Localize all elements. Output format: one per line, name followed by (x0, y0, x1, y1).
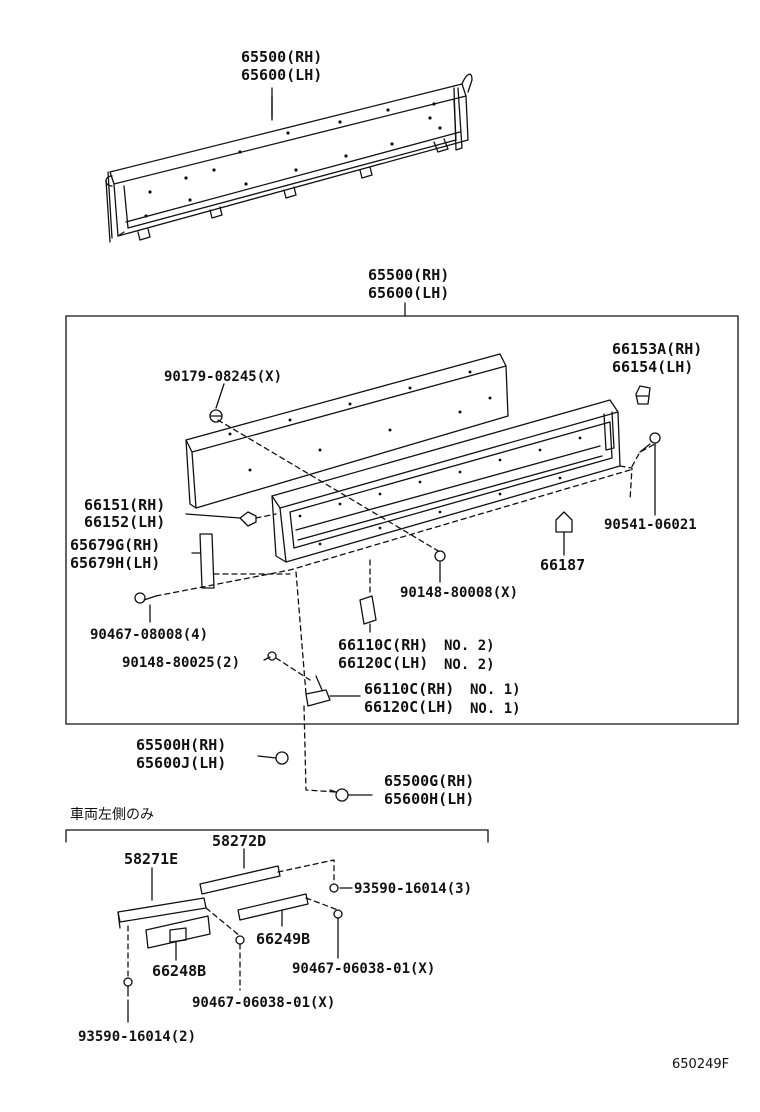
label-no1-lh: NO. 1) (470, 701, 521, 717)
label-66248b: 66248B (152, 962, 207, 980)
label-66110c-no1: 66110C(RH) (364, 680, 455, 698)
label-66120c-no1: 66120C(LH) (364, 698, 455, 716)
label-top-rh: 65500(RH) (241, 48, 323, 66)
label-66110c-no2: 66110C(RH) (338, 636, 429, 654)
label-90148-80008: 90148-80008(X) (400, 585, 519, 601)
bottom-bracket-frame (66, 830, 488, 842)
label-no2-lh: NO. 2) (444, 657, 495, 673)
label-65679h: 65679H(LH) (70, 554, 161, 572)
outer-frame-drawing (272, 400, 620, 562)
label-90541-06021: 90541-06021 (604, 517, 697, 533)
label-66151: 66151(RH) (84, 496, 166, 514)
bottom-parts-drawing (118, 866, 342, 996)
label-mid-lh: 65600(LH) (368, 284, 450, 302)
top-side-panel-drawing (106, 74, 472, 242)
diagram-code: 650249F (672, 1057, 730, 1072)
label-66153a: 66153A(RH) (612, 340, 703, 358)
label-65500h: 65500H(RH) (136, 736, 227, 754)
label-90467-06038-a: 90467-06038-01(X) (292, 961, 436, 977)
label-58272d: 58272D (212, 832, 267, 850)
inner-panel-drawing (186, 354, 508, 508)
label-93590-16014-2: 93590-16014(2) (78, 1029, 197, 1045)
label-66152: 66152(LH) (84, 513, 166, 531)
label-90179-08245: 90179-08245(X) (164, 369, 283, 385)
label-top-lh: 65600(LH) (241, 66, 323, 84)
label-90467-06038-b: 90467-06038-01(X) (192, 995, 336, 1011)
label-65600h: 65600H(LH) (384, 790, 475, 808)
label-66120c-no2: 66120C(LH) (338, 654, 429, 672)
label-93590-16014-3: 93590-16014(3) (354, 881, 473, 897)
label-66154: 66154(LH) (612, 358, 694, 376)
label-mid-rh: 65500(RH) (368, 266, 450, 284)
label-65500g: 65500G(RH) (384, 772, 475, 790)
label-90467-08008: 90467-08008(4) (90, 627, 209, 643)
label-65679g: 65679G(RH) (70, 536, 161, 554)
label-left-side-only-note: 車両左側のみ (70, 807, 154, 823)
label-no2-rh: NO. 2) (444, 638, 495, 654)
label-no1-rh: NO. 1) (470, 682, 521, 698)
hardware-parts (135, 386, 660, 801)
label-58271e: 58271E (124, 850, 179, 868)
exploded-view-frame (66, 316, 738, 724)
label-65600j: 65600J(LH) (136, 754, 227, 772)
label-90148-80025: 90148-80025(2) (122, 655, 241, 671)
label-66187: 66187 (540, 556, 586, 574)
label-66249b: 66249B (256, 930, 311, 948)
